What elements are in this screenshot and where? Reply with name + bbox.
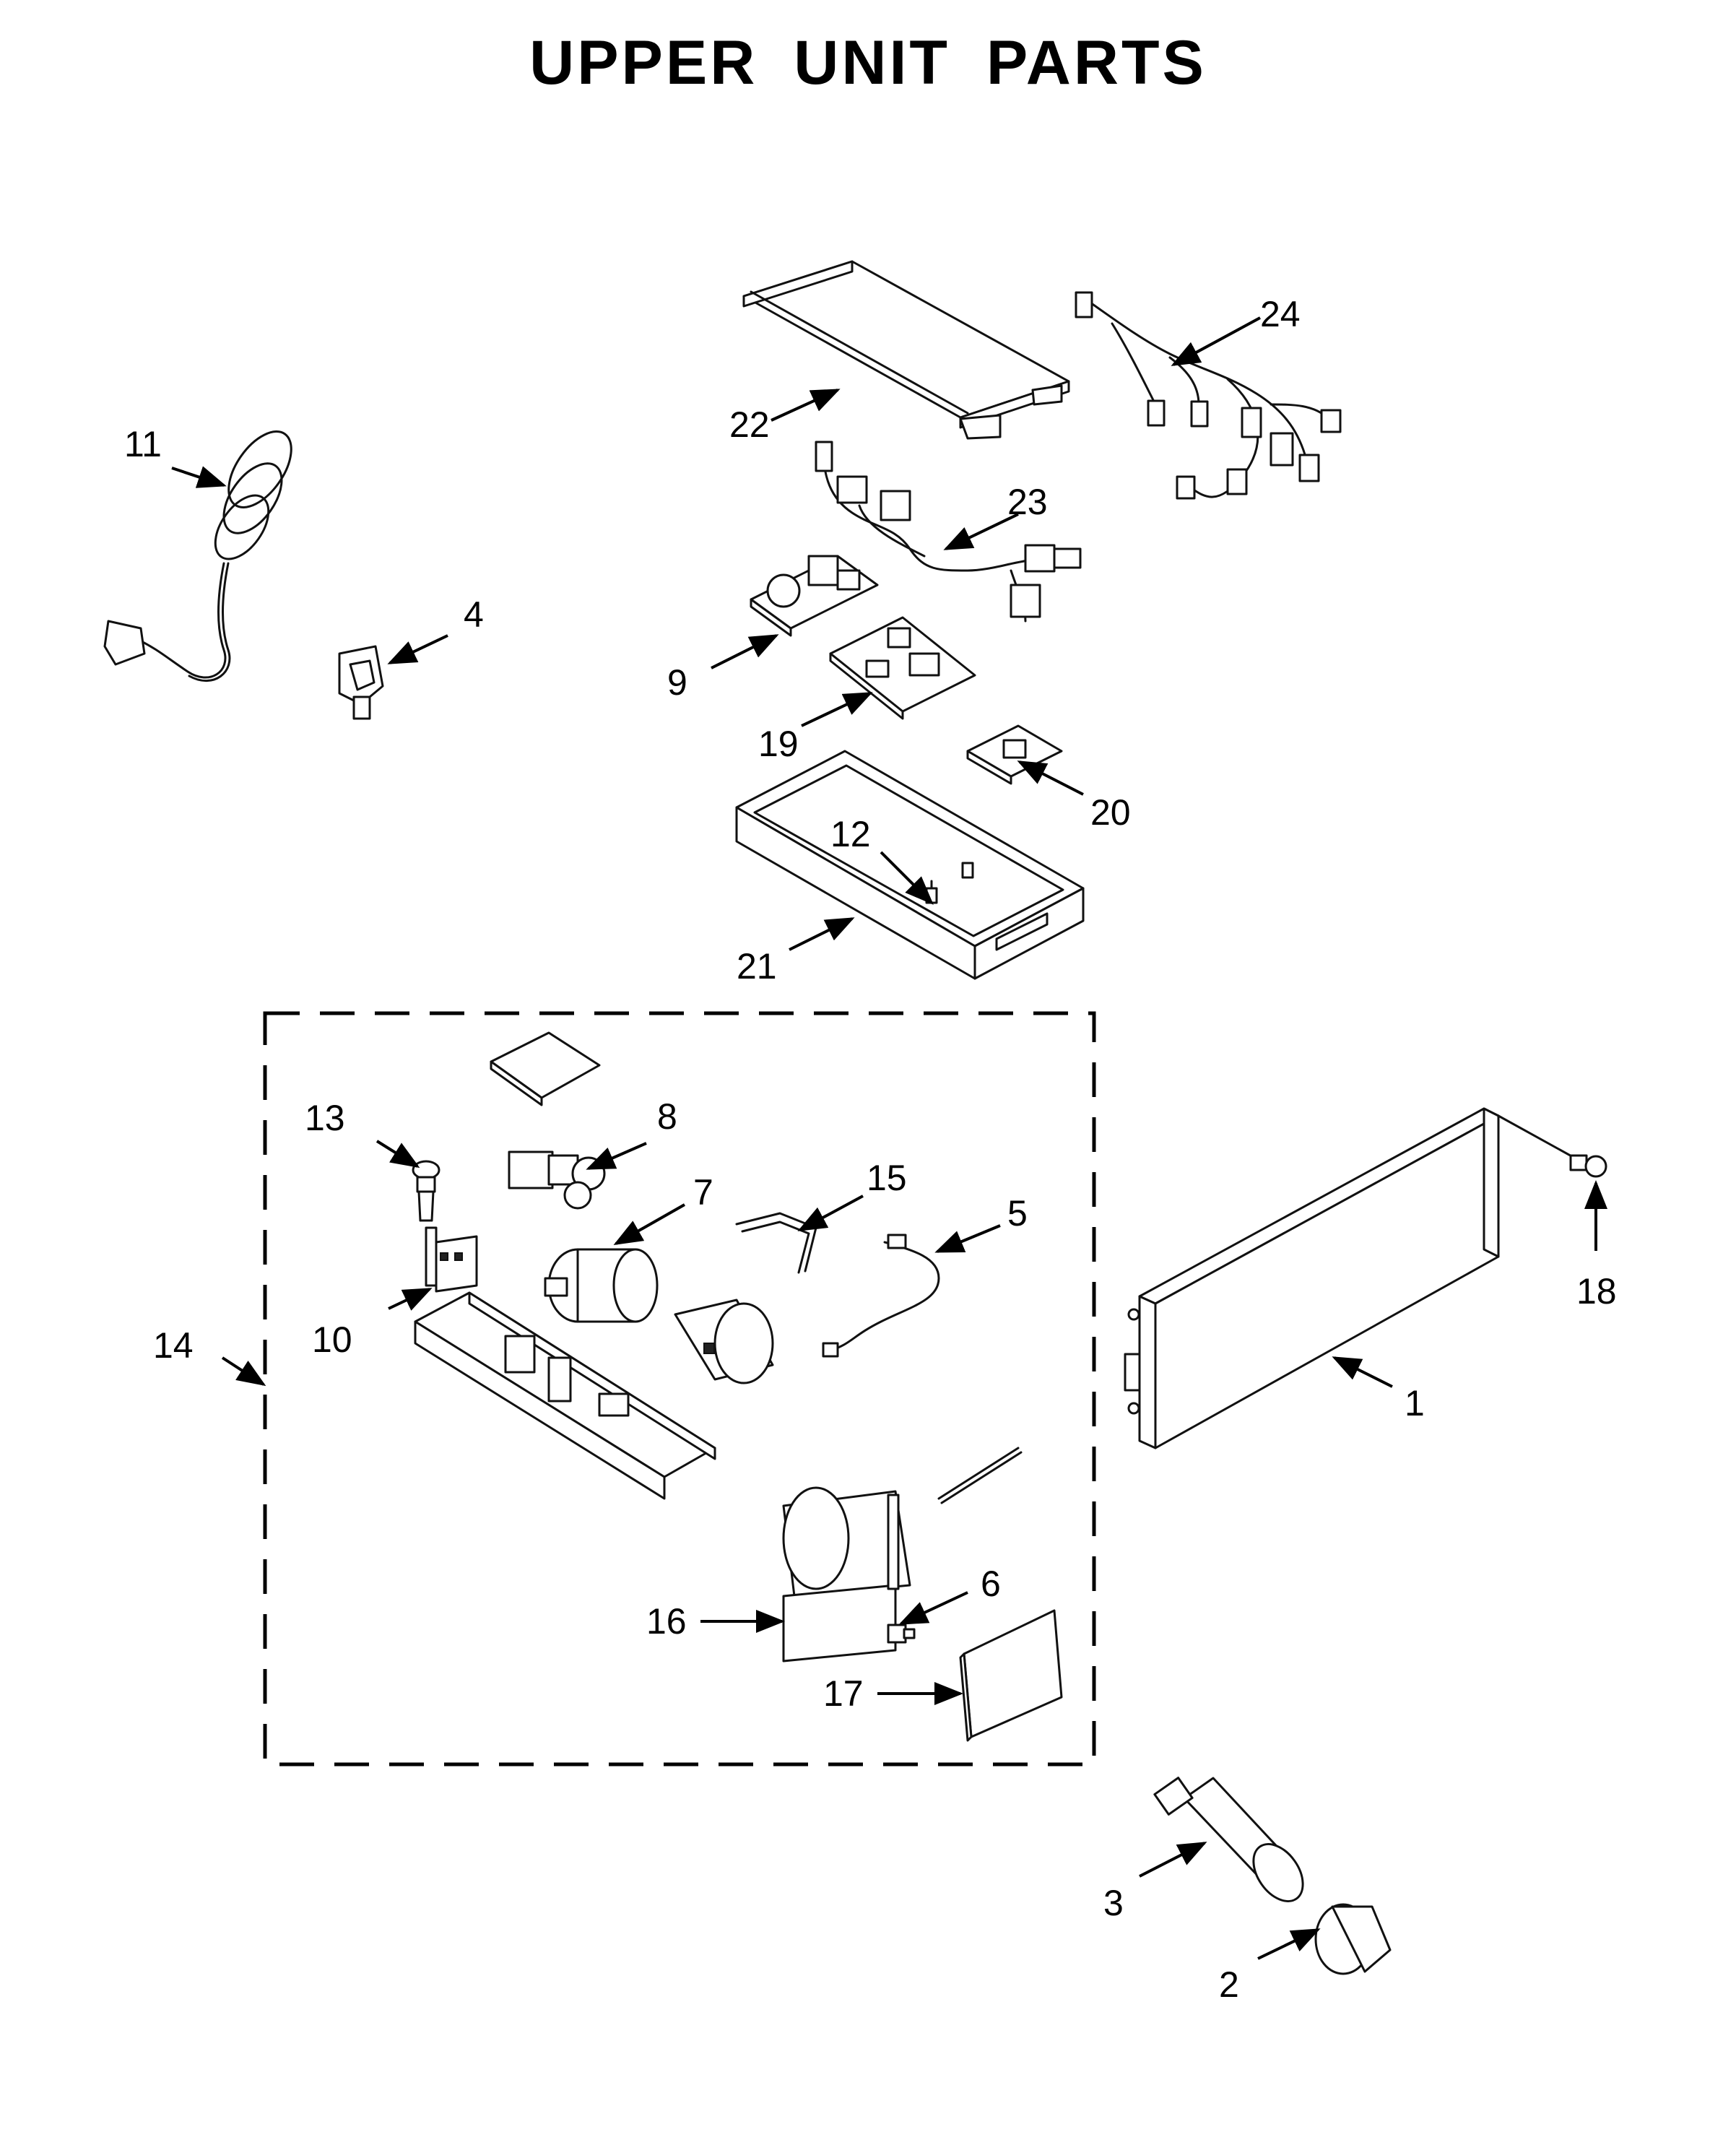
callout-4[interactable]: 4 xyxy=(464,594,484,635)
part-17-filter-door[interactable] xyxy=(959,1609,1063,1742)
callout-20[interactable]: 20 xyxy=(1090,792,1131,833)
callout-7[interactable]: 7 xyxy=(693,1172,713,1213)
callout-13[interactable]: 13 xyxy=(305,1098,345,1138)
callout-18[interactable]: 18 xyxy=(1576,1271,1617,1312)
leader-19 xyxy=(801,692,873,727)
leader-22 xyxy=(771,389,841,422)
part-5-thermistor-wire[interactable] xyxy=(822,1234,940,1358)
leader-6 xyxy=(898,1591,968,1625)
leader-15 xyxy=(797,1195,864,1231)
leader-12 xyxy=(880,851,934,905)
callout-6[interactable]: 6 xyxy=(981,1564,1001,1604)
leader-5 xyxy=(934,1224,1001,1253)
leader-7 xyxy=(613,1203,685,1245)
leader-13 xyxy=(376,1140,420,1169)
part-9-power-board[interactable] xyxy=(750,555,879,637)
callout-labels: 11 4 22 24 23 9 19 20 12 21 13 8 7 15 5 … xyxy=(124,294,1617,2005)
part-4-cord-clip[interactable] xyxy=(338,645,384,720)
leader-4 xyxy=(387,634,448,664)
leader-2 xyxy=(1257,1928,1321,1960)
callout-15[interactable]: 15 xyxy=(867,1158,907,1198)
part-22-tray-cover[interactable] xyxy=(742,260,1070,440)
motor-housing xyxy=(674,1299,774,1384)
leader-lines xyxy=(171,316,1607,1960)
leader-3 xyxy=(1139,1842,1207,1878)
part-20-interface-board[interactable] xyxy=(966,724,1063,785)
callout-19[interactable]: 19 xyxy=(758,724,799,764)
callout-11[interactable]: 11 xyxy=(124,424,162,464)
callout-24[interactable]: 24 xyxy=(1260,294,1301,334)
callout-3[interactable]: 3 xyxy=(1103,1883,1124,1923)
callout-22[interactable]: 22 xyxy=(729,404,770,445)
callout-1[interactable]: 1 xyxy=(1405,1383,1425,1423)
part-1-front-panel[interactable] xyxy=(1124,1107,1500,1449)
leader-24 xyxy=(1171,316,1261,366)
part-16-filter-housing[interactable] xyxy=(782,1486,911,1663)
callout-9[interactable]: 9 xyxy=(667,662,687,703)
callout-8[interactable]: 8 xyxy=(657,1096,677,1137)
leader-8 xyxy=(586,1142,647,1170)
part-15-tube[interactable] xyxy=(735,1212,817,1274)
callout-23[interactable]: 23 xyxy=(1007,482,1048,522)
callout-16[interactable]: 16 xyxy=(646,1601,687,1642)
callout-5[interactable]: 5 xyxy=(1007,1193,1028,1234)
filter-base-frame xyxy=(414,1291,716,1500)
part-8-water-valve[interactable] xyxy=(508,1150,606,1210)
leader-14 xyxy=(221,1356,266,1387)
callout-2[interactable]: 2 xyxy=(1219,1964,1239,2005)
part-23-wire-harness[interactable] xyxy=(815,441,1082,623)
part-13-screw[interactable] xyxy=(412,1160,440,1222)
part-11-power-cord[interactable] xyxy=(103,420,304,682)
callout-10[interactable]: 10 xyxy=(312,1319,352,1360)
part-10-filter-bracket[interactable] xyxy=(425,1226,478,1293)
callout-17[interactable]: 17 xyxy=(823,1673,864,1714)
part-2-filter-cap[interactable] xyxy=(1314,1903,1392,1975)
diagram-title: UPPER UNIT PARTS xyxy=(529,28,1207,97)
leader-9 xyxy=(711,634,779,669)
part-24-wire-harness-main[interactable] xyxy=(1075,291,1342,500)
part-6-switch[interactable] xyxy=(887,1624,916,1644)
part-14-filter-assembly-boundary[interactable] xyxy=(263,1011,1096,1767)
filter-rod xyxy=(937,1447,1023,1504)
leader-23 xyxy=(943,513,1019,550)
callout-21[interactable]: 21 xyxy=(737,946,777,987)
valve-cover-plate xyxy=(490,1031,601,1106)
callout-14[interactable]: 14 xyxy=(153,1325,194,1366)
leader-11 xyxy=(171,466,227,488)
leader-10 xyxy=(388,1288,433,1311)
leader-20 xyxy=(1017,760,1084,796)
part-7-pump[interactable] xyxy=(544,1248,659,1323)
part-19-control-board[interactable] xyxy=(829,616,976,720)
part-21-electronics-tray[interactable] xyxy=(735,750,1085,980)
leader-1 xyxy=(1332,1356,1393,1388)
part-18-screw[interactable] xyxy=(1497,1114,1607,1178)
callout-12[interactable]: 12 xyxy=(830,814,871,854)
leader-21 xyxy=(789,917,855,951)
part-3-water-filter[interactable] xyxy=(1153,1777,1313,1911)
